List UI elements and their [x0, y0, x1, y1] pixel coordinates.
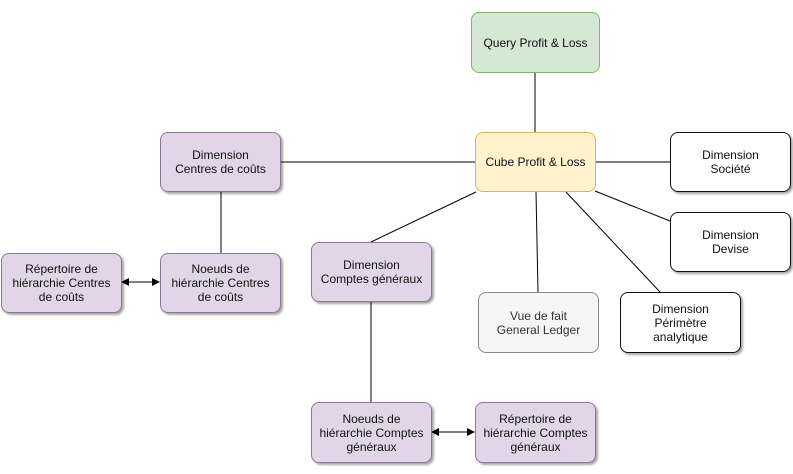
- noeuds-hierarchie-centres-node[interactable]: Noeuds de hiérarchie Centres de coûts: [160, 253, 281, 313]
- dimension-devise-node[interactable]: Dimension Devise: [670, 212, 791, 272]
- edge-cube-dim-comptes: [370, 191, 477, 243]
- noeuds-hierarchie-comptes-node[interactable]: Noeuds de hiérarchie Comptes généraux: [311, 402, 432, 463]
- dimension-centres-couts-node[interactable]: Dimension Centres de coûts: [160, 132, 281, 192]
- repertoire-hierarchie-comptes-node[interactable]: Répertoire de hiérarchie Comptes générau…: [475, 402, 596, 463]
- vue-fait-general-ledger-node[interactable]: Vue de fait General Ledger: [478, 292, 599, 353]
- edge-cube-dim-perimetre: [565, 191, 661, 293]
- cube-profit-loss-node[interactable]: Cube Profit & Loss: [475, 132, 596, 192]
- dimension-perimetre-analytique-node[interactable]: Dimension Périmètre analytique: [620, 292, 741, 353]
- edge-cube-vue-gl: [535, 191, 539, 293]
- edge-cube-dim-devise: [594, 190, 671, 222]
- dimension-societe-node[interactable]: Dimension Société: [670, 132, 791, 192]
- repertoire-hierarchie-centres-node[interactable]: Répertoire de hiérarchie Centres de coût…: [1, 253, 122, 313]
- query-profit-loss-node[interactable]: Query Profit & Loss: [471, 12, 600, 73]
- dimension-comptes-generaux-node[interactable]: Dimension Comptes généraux: [311, 242, 432, 302]
